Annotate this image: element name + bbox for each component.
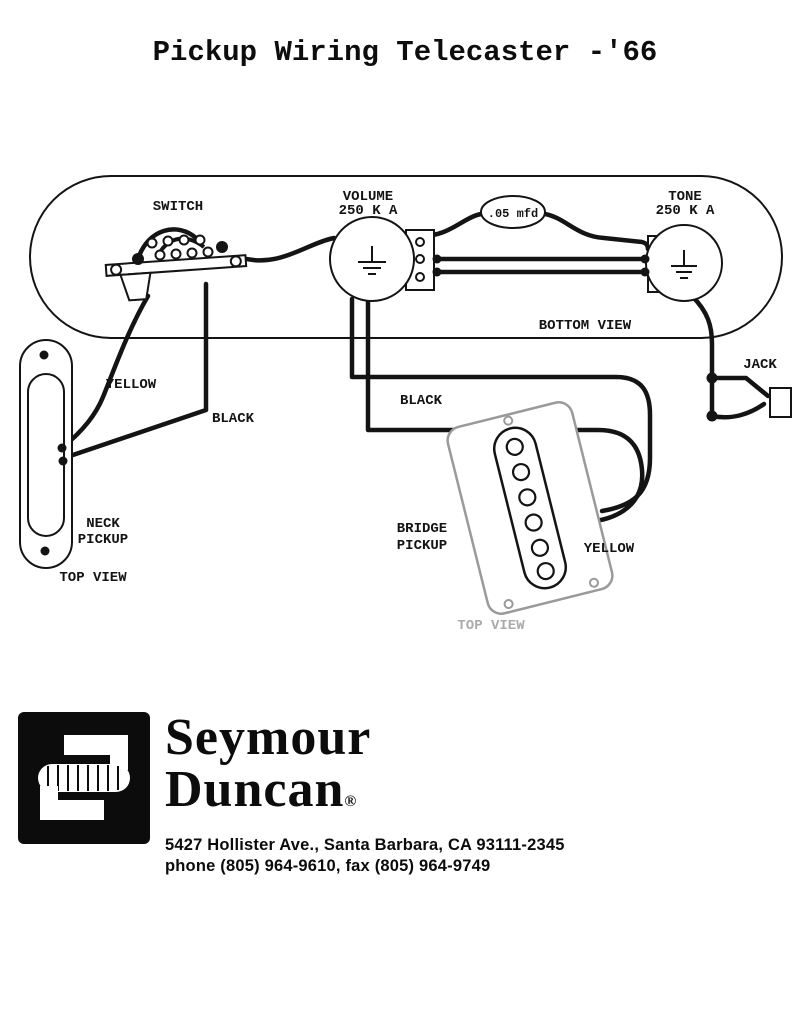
wire-label-bridge-yellow: YELLOW: [584, 541, 635, 557]
wiring-diagram: .05 mfd: [19, 175, 792, 634]
wire-label-bridge-black: BLACK: [400, 393, 443, 409]
bottom-view-label: BOTTOM VIEW: [539, 318, 632, 334]
diagram-title: Pickup Wiring Telecaster -'66: [152, 36, 658, 69]
tone-ground-symbol: [671, 250, 697, 279]
volume-pot: [329, 216, 442, 302]
wire-bridge-yellow: [365, 296, 645, 525]
capacitor-body: [480, 195, 546, 229]
wire-jack-hot: [709, 375, 771, 399]
brand-address: 5427 Hollister Ave., Santa Barbara, CA 9…: [165, 836, 565, 854]
brand-phone: phone (805) 964-9610, fax (805) 964-9749: [165, 857, 491, 875]
bridge-screw-top: [503, 415, 514, 426]
capacitor-value: .05 mfd: [488, 207, 538, 221]
neck-pickup-label-2: PICKUP: [78, 532, 128, 548]
wire-label-neck-black: BLACK: [212, 411, 255, 427]
bridge-screw-left: [503, 599, 514, 610]
neck-top-view-label: TOP VIEW: [59, 570, 127, 586]
brand-name-line1: Seymour: [165, 709, 372, 766]
registered-mark: ®: [344, 793, 357, 810]
neck-pickup-bobbin: [27, 373, 65, 537]
volume-value: 250 K A: [339, 203, 398, 219]
wire-neck-black: [61, 281, 209, 461]
neck-lug-yellow: [57, 443, 67, 453]
brand-name-line2: Duncan®: [165, 764, 565, 828]
selector-switch: [104, 227, 248, 302]
tone-pot: [640, 224, 723, 302]
switch-wire-loop-1: [135, 227, 199, 262]
neck-lug-black: [58, 456, 68, 466]
tone-value: 250 K A: [656, 203, 715, 219]
bridge-pole-pieces: [505, 437, 555, 581]
volume-ground-symbol: [358, 246, 386, 275]
switch-base-plate: [104, 254, 248, 277]
seymour-duncan-logo-icon: [18, 712, 150, 844]
brand-footer: Seymour Duncan® 5427 Hollister Ave., San…: [18, 712, 565, 877]
brand-name-duncan: Duncan: [165, 761, 345, 818]
neck-mount-hole-top: [39, 350, 49, 360]
volume-label: VOLUME: [343, 189, 393, 205]
jack-label: JACK: [743, 357, 777, 373]
switch-screw-hole-right: [229, 255, 242, 268]
wire-neck-yellow: [59, 293, 151, 451]
wires: [59, 211, 771, 528]
switch-contacts: [132, 234, 228, 265]
bridge-top-view-label: TOP VIEW: [457, 618, 525, 634]
wire-label-neck-yellow: YELLOW: [106, 377, 157, 393]
switch-label: SWITCH: [153, 199, 203, 215]
bridge-screw-right: [588, 577, 599, 588]
switch-tab: [119, 271, 152, 302]
switch-solder-dot-left: [132, 253, 144, 265]
capacitor: .05 mfd: [480, 195, 546, 229]
neck-pickup-label-1: NECK: [86, 516, 120, 532]
brand-text-block: Seymour Duncan® 5427 Hollister Ave., San…: [165, 712, 565, 877]
switch-solder-dot-right: [216, 241, 228, 253]
bridge-pickup-label-1: BRIDGE: [397, 521, 447, 537]
wire-cap-to-tone: [542, 211, 651, 252]
wire-bridge-black: [349, 296, 653, 514]
switch-screw-hole-left: [110, 263, 123, 276]
jack-cup: [769, 387, 792, 418]
jack-symbol: [706, 372, 792, 422]
neck-mount-hole-bottom: [40, 546, 50, 556]
wire-switch-to-volume: [239, 235, 337, 263]
tone-label: TONE: [668, 189, 702, 205]
neck-pickup: [19, 339, 73, 569]
jack-solder-dot-2: [706, 410, 718, 422]
wire-jack-ground: [709, 401, 767, 420]
bridge-pickup: [446, 401, 614, 615]
neck-pickup-cover: [19, 339, 73, 569]
wire-tone-to-jack: [689, 293, 715, 419]
jack-solder-dot-1: [706, 372, 718, 384]
control-plate-outline: [29, 175, 783, 339]
bridge-pickup-label-2: PICKUP: [397, 538, 447, 554]
